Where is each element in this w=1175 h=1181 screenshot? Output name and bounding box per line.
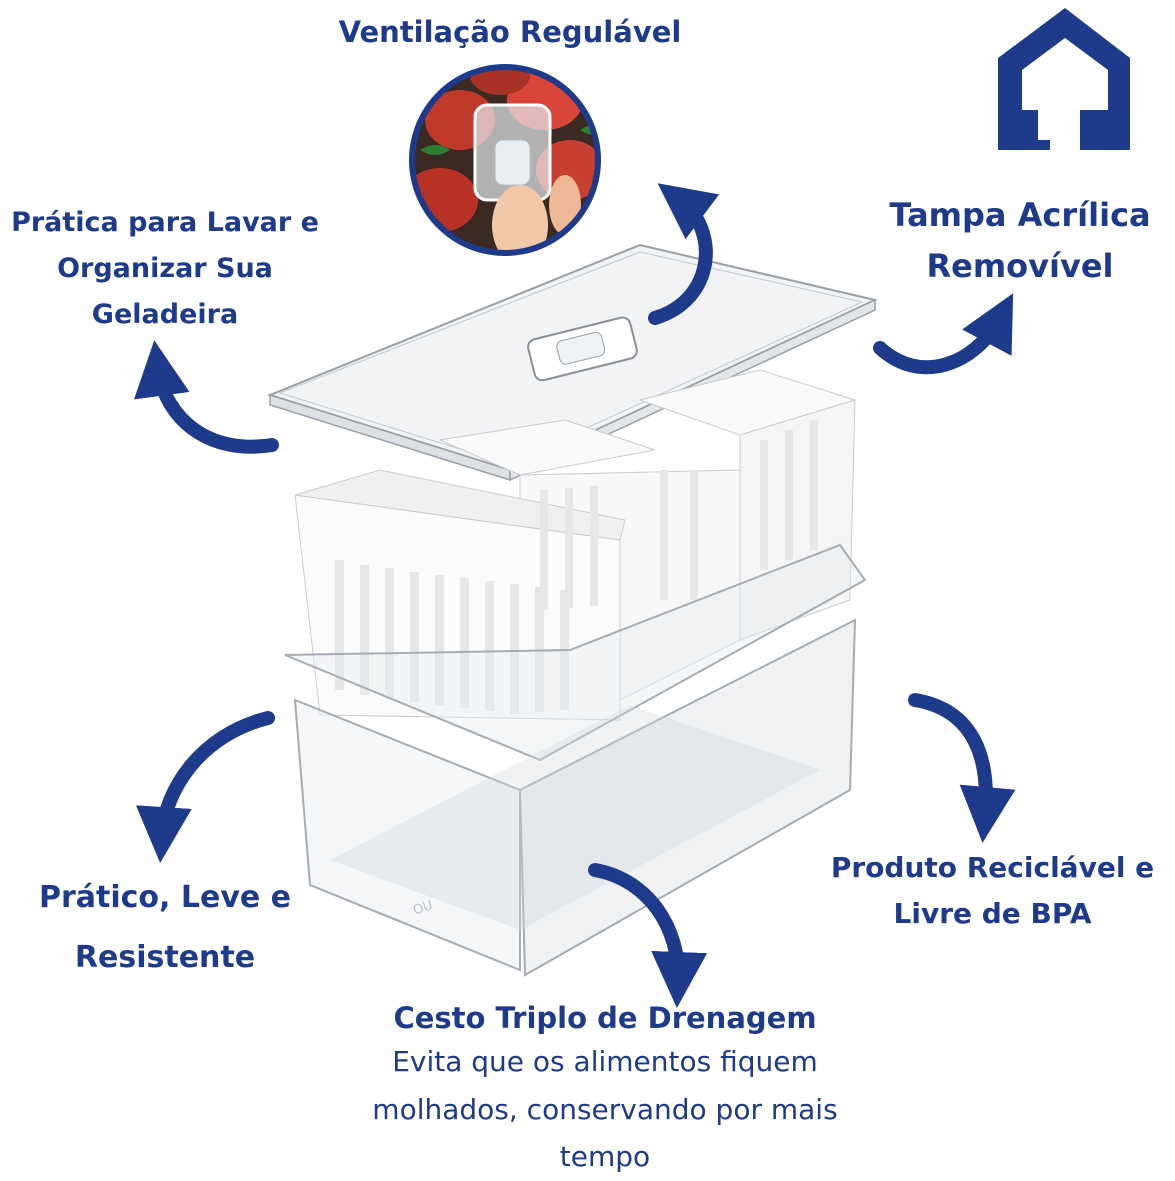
basket-description: Evita que os alimentos fiquem molhados, … — [320, 1038, 890, 1181]
basket-description-line-2: molhados, conservando por mais — [372, 1092, 838, 1126]
brand-logo-icon — [998, 8, 1130, 150]
basket-title-text: Cesto Triplo de Drenagem — [393, 1001, 817, 1035]
lid-label: Tampa Acrílica Removível — [870, 190, 1170, 292]
clear-container: OU — [284, 543, 867, 977]
wash-organize-line-1: Prática para Lavar e — [11, 207, 319, 238]
svg-text:OU: OU — [411, 898, 435, 919]
wash-organize-label: Prática para Lavar e Organizar Sua Gelad… — [0, 200, 330, 338]
ventilation-label-text: Ventilação Regulável — [338, 15, 682, 49]
practical-label: Prático, Leve e Resistente — [20, 868, 310, 988]
wash-organize-line-3: Geladeira — [91, 298, 239, 330]
basket-description-line-3: tempo — [559, 1140, 651, 1174]
basket-description-line-1: Evita que os alimentos fiquem — [392, 1045, 818, 1078]
curved-arrow-icon — [134, 183, 1016, 1008]
lid-label-line-1: Tampa Acrílica — [889, 196, 1151, 234]
lid-label-line-2: Removível — [926, 247, 1114, 286]
basket-title: Cesto Triplo de Drenagem — [330, 1000, 880, 1036]
ventilation-label: Ventilação Regulável — [300, 14, 720, 50]
drainage-baskets — [294, 369, 857, 721]
wash-organize-line-2: Organizar Sua — [57, 252, 273, 284]
practical-label-line-1: Prático, Leve e — [38, 880, 292, 915]
recyclable-label: Produto Reciclável e Livre de BPA — [815, 845, 1170, 937]
recyclable-label-line-2: Livre de BPA — [893, 897, 1092, 931]
recyclable-label-line-1: Produto Reciclável e — [830, 851, 1155, 884]
ventilation-detail-image — [409, 64, 601, 256]
practical-label-line-2: Resistente — [74, 940, 256, 975]
